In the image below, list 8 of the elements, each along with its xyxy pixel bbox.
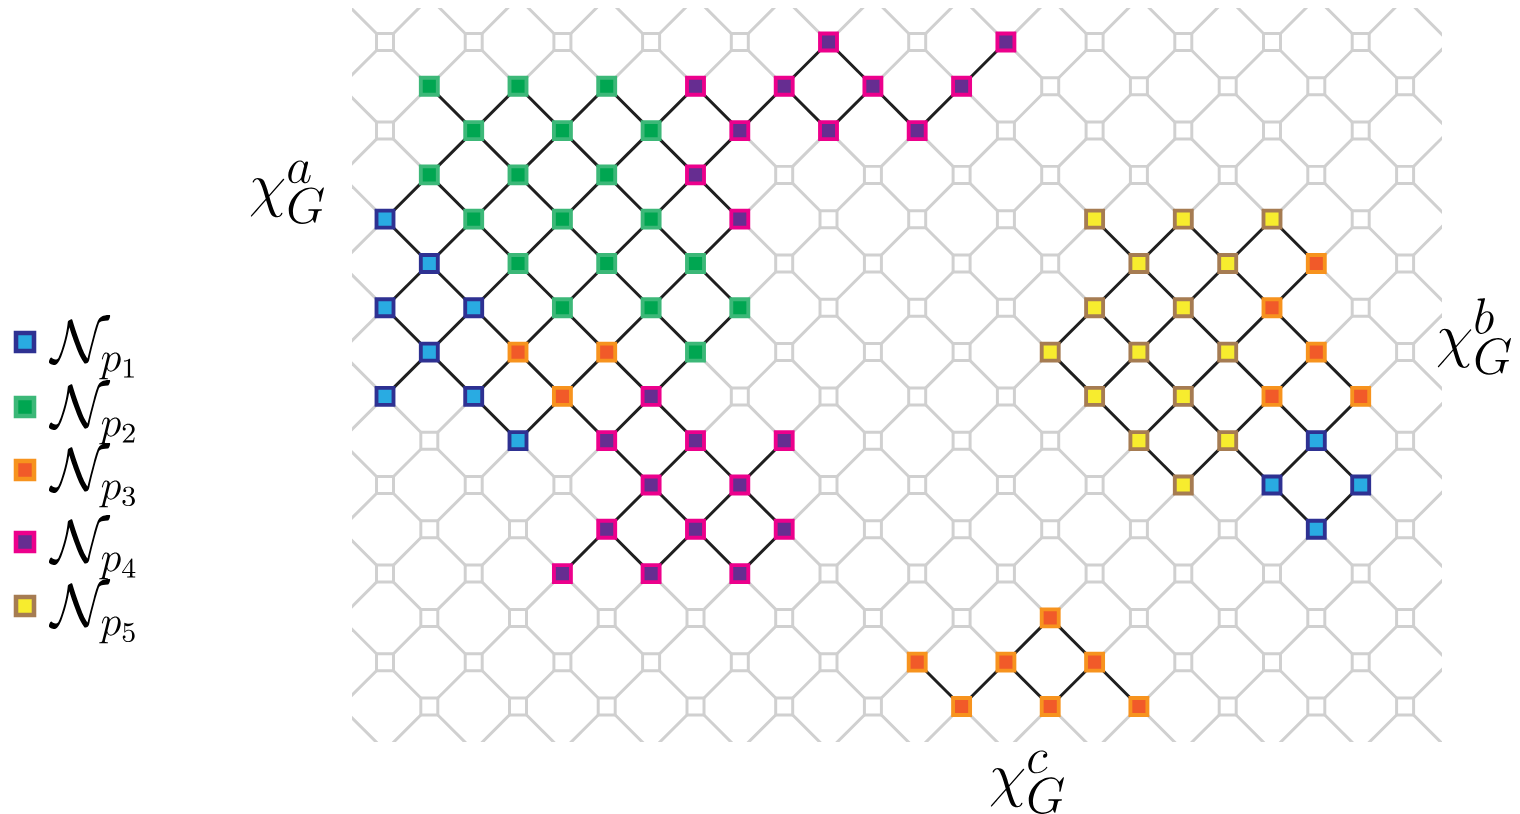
legend-label: $\mathcal{N}_{p_4}$ (48, 515, 136, 580)
legend-label: $\mathcal{N}_{p_5}$ (48, 579, 135, 644)
legend-label: $\mathcal{N}_{p_3}$ (48, 443, 135, 508)
legend-label: $\mathcal{N}_{p_1}$ (48, 315, 134, 380)
region-label: $\chi_G^b$ (1437, 298, 1511, 375)
legend-label: $\mathcal{N}_{p_2}$ (48, 380, 135, 445)
region-label: $\chi_G^a$ (250, 160, 324, 225)
region-label: $\chi_G^c$ (990, 750, 1064, 814)
